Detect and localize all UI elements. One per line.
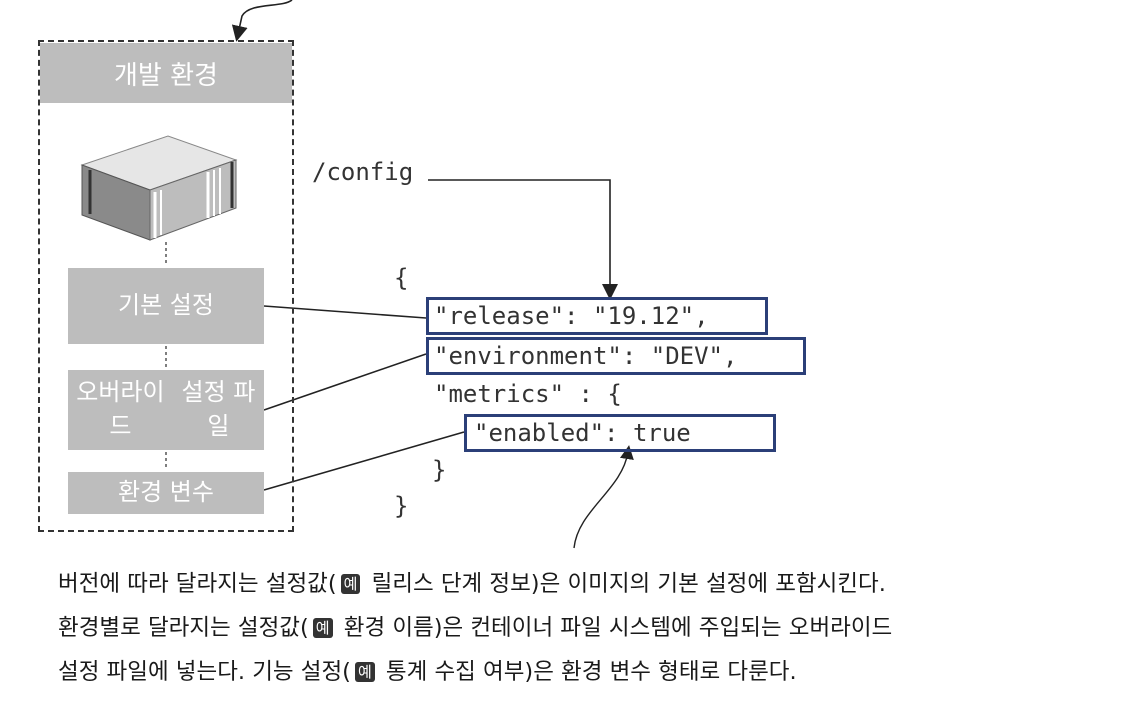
override-file-layer: 오버라이드 설정 파일 [68, 370, 264, 450]
base-settings-layer: 기본 설정 [68, 268, 264, 344]
env-vars-leader [263, 431, 465, 491]
example-badge: 예 [354, 662, 375, 682]
enabled-highlight [464, 414, 776, 452]
json-close-inner: } [432, 456, 447, 484]
container-box-icon [80, 135, 238, 241]
caption-pointer [573, 445, 634, 549]
json-metrics-line: "metrics" : { [434, 380, 622, 408]
environment-title: 개발 환경 [40, 43, 292, 103]
incoming-arrow [231, 0, 293, 42]
json-release-line: "release": "19.12", [434, 302, 709, 330]
override-file-label-line1: 오버라이드 [76, 378, 165, 440]
env-vars-layer: 환경 변수 [68, 472, 264, 514]
config-arrow [428, 179, 618, 300]
caption-line-1: 버전에 따라 달라지는 설정값(예 릴리스 단계 정보)은 이미지의 기본 설정… [58, 571, 886, 597]
json-open-brace: { [394, 264, 409, 292]
json-enabled-line: "enabled": true [474, 419, 691, 447]
release-highlight [426, 297, 768, 335]
json-environment-line: "environment": "DEV", [434, 342, 738, 370]
environment-highlight [426, 337, 806, 375]
json-close-outer: } [394, 492, 409, 520]
base-settings-leader [263, 305, 427, 319]
override-file-leader [263, 353, 427, 411]
example-badge: 예 [312, 618, 333, 638]
caption-line-2: 환경별로 달라지는 설정값(예 환경 이름)은 컨테이너 파일 시스템에 주입되… [58, 615, 893, 641]
override-file-label-line2: 설정 파일 [181, 378, 256, 440]
caption-line-3: 설정 파일에 넣는다. 기능 설정(예 통계 수집 여부)은 환경 변수 형태로… [58, 659, 797, 685]
config-path: /config [312, 158, 414, 186]
example-badge: 예 [340, 574, 361, 594]
environment-box [38, 40, 294, 532]
